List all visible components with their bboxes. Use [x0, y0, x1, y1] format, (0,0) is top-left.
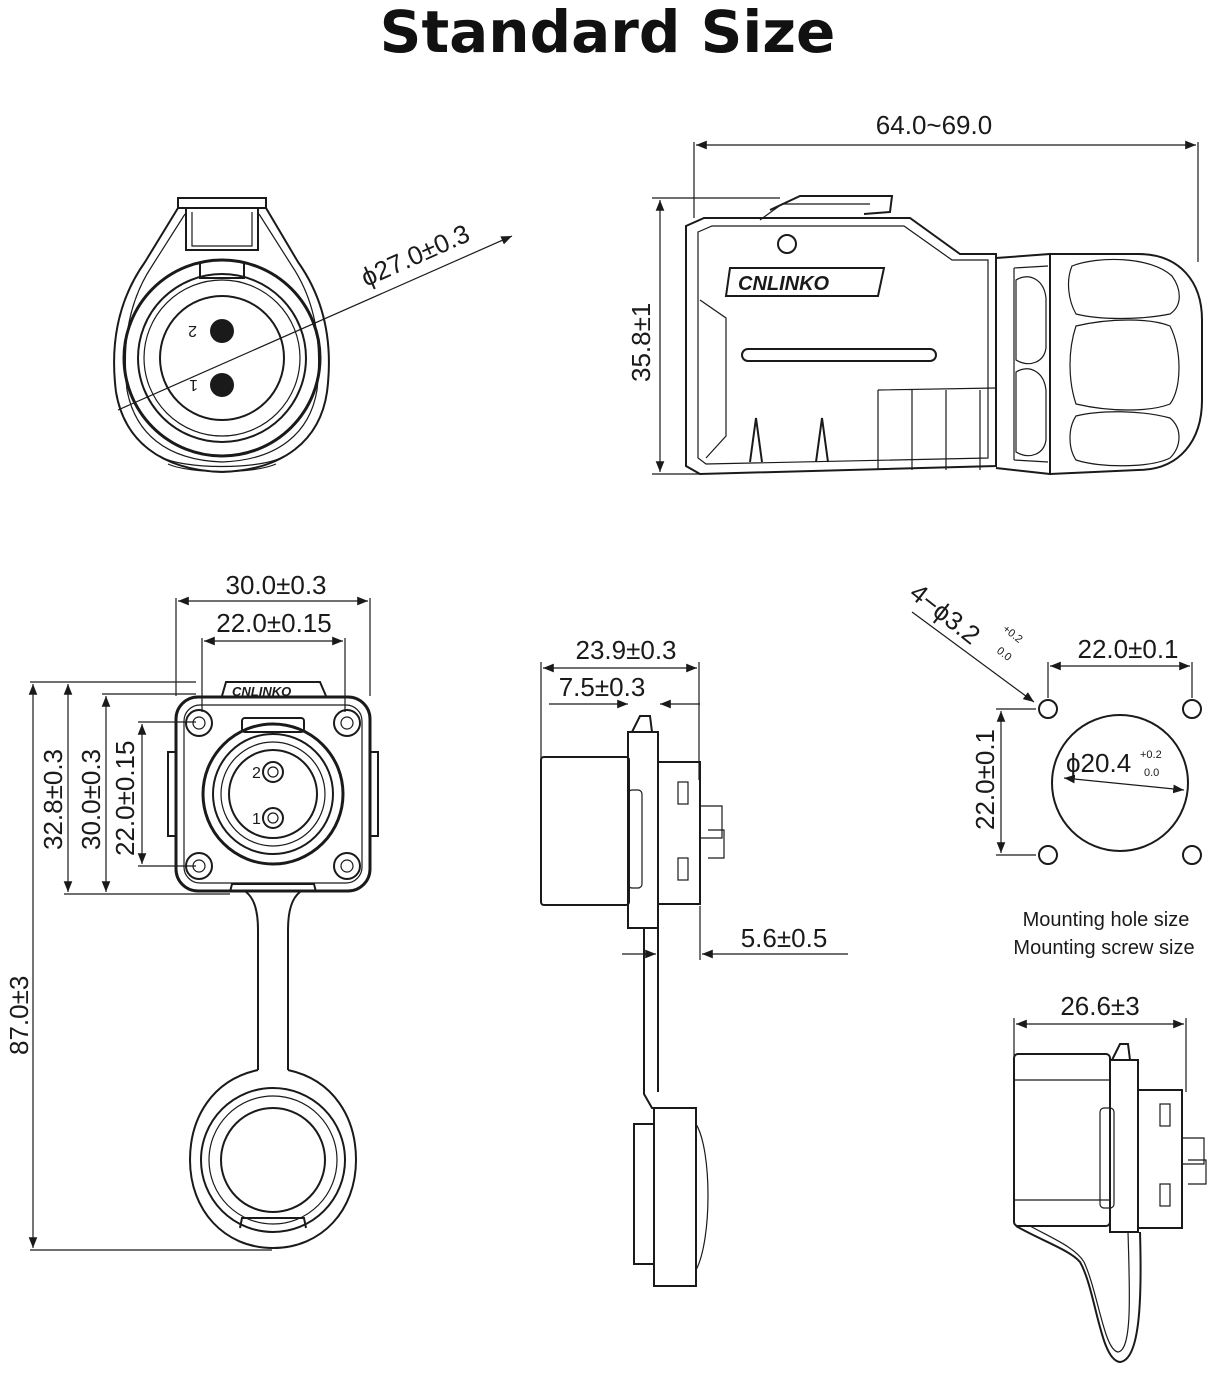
cap-side-view: 26.6±3 [1013, 991, 1207, 1364]
socket-front-view: 30.0±0.3 22.0±0.15 87.0±3 32.8±0.3 30.0±… [4, 570, 379, 1251]
plug-pin-label-1: 1 [189, 376, 198, 393]
mounting-cutout-tol-upper: +0.2 [1140, 749, 1162, 761]
mounting-cutout-dim: ϕ20.4 [1066, 748, 1131, 778]
socket-pin-label-2: 2 [252, 765, 261, 782]
socket-flange-height-dim: 32.8±0.3 [38, 749, 68, 850]
socket-body-height-dim: 30.0±0.3 [76, 749, 106, 850]
plug-pin-label-2: 2 [188, 322, 197, 339]
mounting-spacing-v-dim: 22.0±0.1 [970, 729, 1000, 830]
page-title: Standard Size [379, 0, 836, 66]
plug-height-dim: 35.8±1 [626, 303, 656, 382]
socket-depth-dim: 23.9±0.3 [575, 635, 676, 665]
plug-length-dim: 64.0~69.0 [876, 110, 992, 140]
socket-hole-spacing-v-dim: 22.0±0.15 [110, 741, 140, 856]
mounting-hole-note: Mounting hole size [1023, 909, 1190, 931]
socket-total-length-dim: 87.0±3 [4, 976, 34, 1055]
mounting-holes-dim: 4−ϕ3.2 [904, 577, 986, 650]
mounting-spacing-h-dim: 22.0±0.1 [1077, 634, 1178, 664]
plug-diameter-dim: ϕ27.0±0.3 [356, 218, 474, 292]
socket-flange-width-dim: 30.0±0.3 [225, 570, 326, 600]
socket-side-view: 23.9±0.3 7.5±0.3 5.6±0.5 [540, 635, 848, 1287]
mounting-cutout-tol-lower: 0.0 [1144, 767, 1159, 779]
socket-front-depth-dim: 7.5±0.3 [559, 672, 646, 702]
panel-thickness-dim: 5.6±0.5 [741, 923, 828, 953]
socket-hole-spacing-h-dim: 22.0±0.15 [216, 608, 331, 638]
mounting-cutout-view: 4−ϕ3.2 +0.2 0.0 22.0±0.1 22.0±0.1 ϕ20.4 … [904, 577, 1202, 959]
socket-pin-label-1: 1 [252, 811, 261, 828]
mounting-holes-tol-lower: 0.0 [994, 645, 1013, 664]
plug-side-view: 64.0~69.0 35.8±1 CNLINKO [626, 110, 1203, 476]
socket-brand-logo: CNLINKO [232, 684, 291, 699]
mounting-holes-tol-upper: +0.2 [1000, 623, 1025, 646]
cap-depth-dim: 26.6±3 [1060, 991, 1139, 1021]
mounting-screw-note: Mounting screw size [1013, 937, 1194, 959]
plug-front-view: 2 1 ϕ27.0±0.3 [113, 197, 513, 474]
plug-brand-logo: CNLINKO [738, 273, 830, 295]
